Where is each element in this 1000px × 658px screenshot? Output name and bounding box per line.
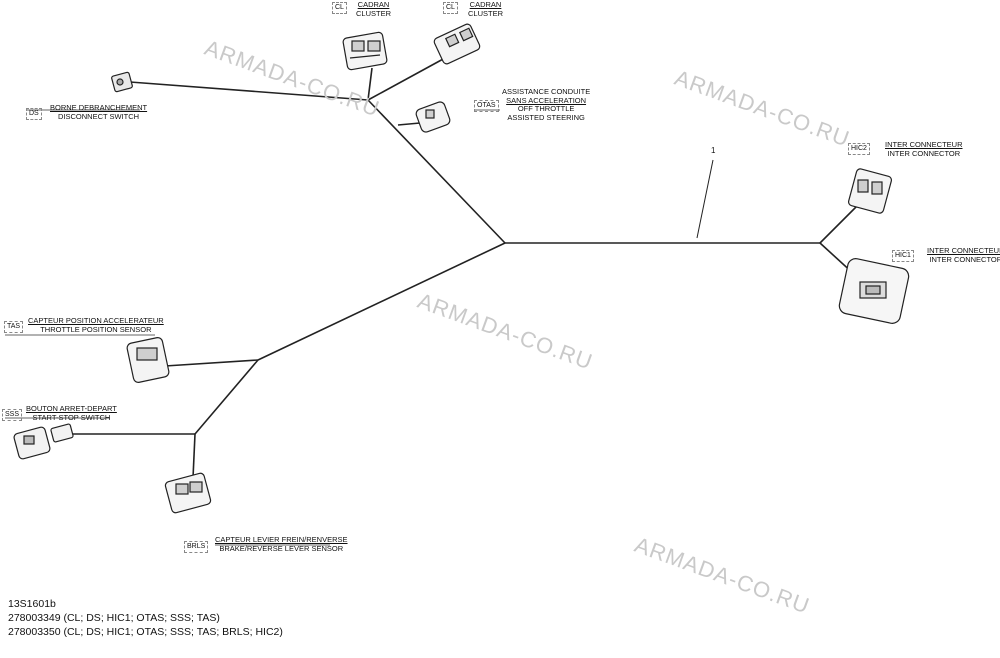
cl2-branch-wire xyxy=(367,57,446,101)
code-tas: TAS xyxy=(4,321,24,333)
label-sss: BOUTON ARRET-DEPART START-STOP SWITCH xyxy=(26,404,117,422)
lower-sub-branch-wire xyxy=(194,359,259,435)
label-hic1-en: INTER CONNECTOR xyxy=(929,254,1000,264)
label-ds-fr: BORNE DEBRANCHEMENT xyxy=(50,103,148,112)
code-brls: BRLS xyxy=(184,541,209,553)
label-brls: CAPTEUR LEVIER FREIN/RENVERSE BRAKE/REVE… xyxy=(215,535,348,553)
code-ds: DS xyxy=(26,108,42,120)
connector-cl2 xyxy=(433,23,481,65)
label-ds: BORNE DEBRANCHEMENT DISCONNECT SWITCH xyxy=(50,103,148,121)
label-sss-en: START-STOP SWITCH xyxy=(32,412,111,422)
code-cl1: CL xyxy=(332,2,347,14)
label-otas: ASSISTANCE CONDUITE SANS ACCELERATION OF… xyxy=(502,87,591,122)
connector-otas xyxy=(415,101,451,133)
code-hic1: HIC1 xyxy=(892,250,914,262)
label-cl2-en: CLUSTER xyxy=(468,8,504,18)
connector-hic2 xyxy=(847,168,893,214)
ds-branch-wire xyxy=(129,81,369,101)
label-brls-fr: CAPTEUR LEVIER FREIN/RENVERSE xyxy=(215,535,348,544)
label-ds-en: DISCONNECT SWITCH xyxy=(57,111,140,121)
connector-sss xyxy=(13,423,74,460)
otas-branch-wire xyxy=(397,122,421,126)
brls-branch-wire xyxy=(192,433,196,479)
label-otas-fr2: SANS ACCELERATION xyxy=(506,95,587,105)
code-hic2: HIC2 xyxy=(848,143,870,155)
label-otas-en2: ASSISTED STEERING xyxy=(507,112,585,122)
code-cl2: CL xyxy=(443,2,458,14)
label-otas-en1: OFF THROTTLE xyxy=(517,104,575,114)
tas-branch-wire xyxy=(164,359,259,367)
label-hic2: INTER CONNECTEUR INTER CONNECTOR xyxy=(885,140,963,158)
part-number-line-1: 278003349 (CL; DS; HIC1; OTAS; SSS; TAS) xyxy=(8,612,220,624)
connector-tas xyxy=(126,337,170,383)
part-number-line-2: 278003350 (CL; DS; HIC1; OTAS; SSS; TAS;… xyxy=(8,626,283,638)
connector-brls xyxy=(164,472,212,514)
connector-cl1 xyxy=(342,31,388,71)
connector-ds xyxy=(111,71,133,93)
code-otas: OTAS xyxy=(474,100,499,112)
label-hic2-fr: INTER CONNECTEUR xyxy=(885,140,963,149)
item-number: 1 xyxy=(711,146,716,155)
label-cl1-en: CLUSTER xyxy=(356,8,392,18)
label-sss-fr: BOUTON ARRET-DEPART xyxy=(26,404,117,413)
label-cl2-fr: CADRAN xyxy=(469,0,502,9)
label-hic1-fr: INTER CONNECTEUR xyxy=(927,246,1000,255)
lower-branch-wire xyxy=(257,242,506,361)
label-brls-en: BRAKE/REVERSE LEVER SENSOR xyxy=(219,543,344,553)
label-cl1: CADRAN CLUSTER xyxy=(356,0,392,18)
label-hic1: INTER CONNECTEUR INTER CONNECTOR xyxy=(927,246,1000,264)
harness-wires xyxy=(70,57,859,479)
label-tas-en: THROTTLE POSITION SENSOR xyxy=(40,324,152,334)
label-cl1-fr: CADRAN xyxy=(357,0,390,9)
hic2-branch-wire xyxy=(819,204,859,244)
label-tas-fr: CAPTEUR POSITION ACCELERATEUR xyxy=(28,316,164,325)
label-tas: CAPTEUR POSITION ACCELERATEUR THROTTLE P… xyxy=(28,316,164,334)
cl1-branch-wire xyxy=(367,67,373,101)
upper-branch-wire xyxy=(367,99,506,244)
label-otas-fr1: ASSISTANCE CONDUITE xyxy=(502,87,591,96)
label-cl2: CADRAN CLUSTER xyxy=(468,0,504,18)
label-hic2-en: INTER CONNECTOR xyxy=(887,148,961,158)
drawing-reference: 13S1601b xyxy=(8,598,56,610)
code-sss: SSS xyxy=(2,409,23,421)
label-leaders xyxy=(5,109,500,546)
item-leader-line xyxy=(696,159,714,239)
connector-hic1 xyxy=(838,258,910,324)
